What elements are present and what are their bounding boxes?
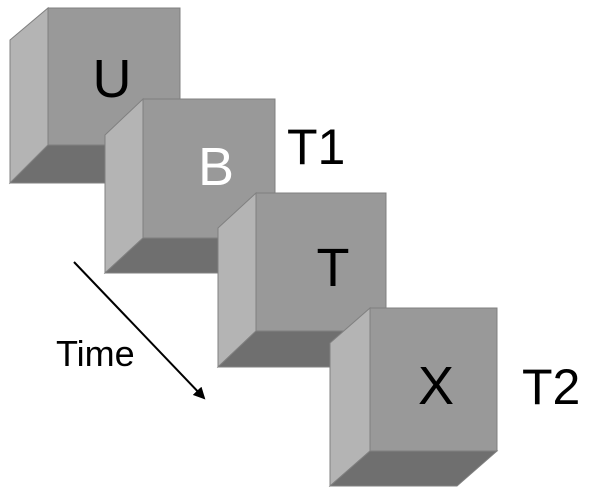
block-letter: U (93, 49, 132, 109)
time-arrow (73, 261, 206, 400)
block-letter: X (418, 356, 454, 416)
stimulus-block-4: X (328, 306, 499, 488)
stimulus-block-2: B (103, 97, 277, 275)
block-letter: T (317, 238, 350, 298)
target-label-t1: T1 (287, 119, 345, 175)
target-label-t2: T2 (522, 359, 580, 415)
block-front-face (255, 192, 387, 332)
block-letter: B (198, 137, 234, 197)
block-front-face (369, 307, 498, 452)
time-label: Time (56, 333, 135, 374)
stimulus-block-1: U (8, 6, 182, 185)
